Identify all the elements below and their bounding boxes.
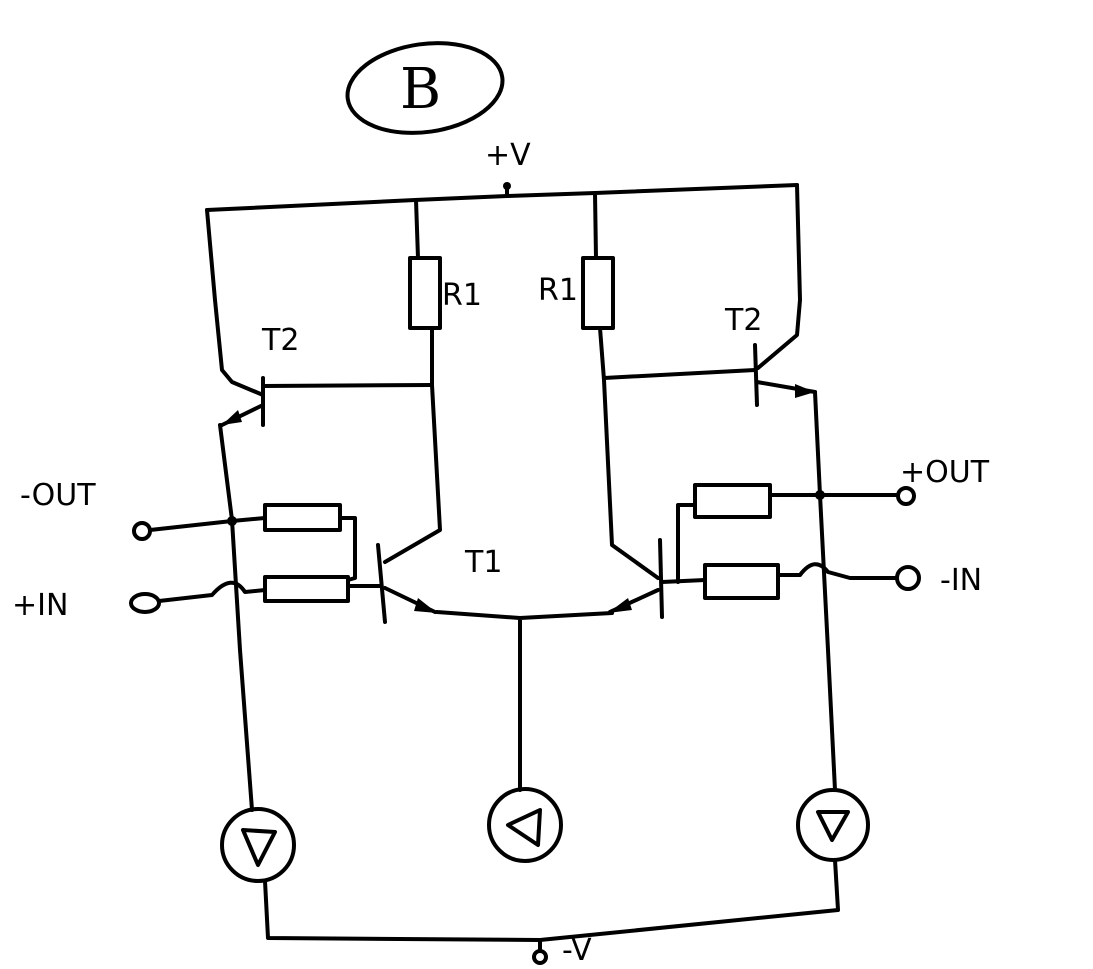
in-neg-terminal[interactable] [895,565,921,591]
left-emitter-wire [218,423,254,812]
in-pos-label: +IN [12,588,68,623]
title-circle: B [345,41,505,135]
t2-right-label: T2 [724,303,762,338]
supply-neg-terminal [532,949,548,965]
resistor-r1-right [581,256,615,330]
r1-right-label: R1 [538,273,578,308]
top-rail [205,183,799,212]
supply-neg-label: -V [562,933,592,968]
out-neg-terminal[interactable] [132,521,152,541]
in-pos-terminal[interactable] [129,592,161,614]
resistor-r1-left [408,256,442,330]
t2-left-label: T2 [261,323,299,358]
resistor-feedback-left [263,503,342,532]
right-collector-wire [756,183,802,370]
tail-wire [435,610,614,792]
transistor-t1-left [376,543,387,624]
out-pos-terminal[interactable] [896,486,916,506]
out-pos-label: +OUT [900,455,990,490]
resistor-input-left [263,575,350,603]
out-neg-label: -OUT [20,478,96,513]
current-source-left [220,807,296,883]
current-source-center [487,787,563,863]
right-emitter-wire [813,390,837,792]
in-neg-label: -IN [940,563,982,598]
resistor-feedback-right [693,483,772,519]
left-collector-wire [205,208,265,397]
bottom-rail [263,858,840,942]
transistor-t1-right [658,538,664,619]
r1-left-label: R1 [442,278,482,313]
resistor-input-right [703,563,780,600]
title-label: B [400,57,441,122]
supply-pos-label: +V [485,138,531,173]
t1-label: T1 [464,545,502,580]
transistor-t2-right [753,343,759,407]
current-source-right [796,788,870,862]
